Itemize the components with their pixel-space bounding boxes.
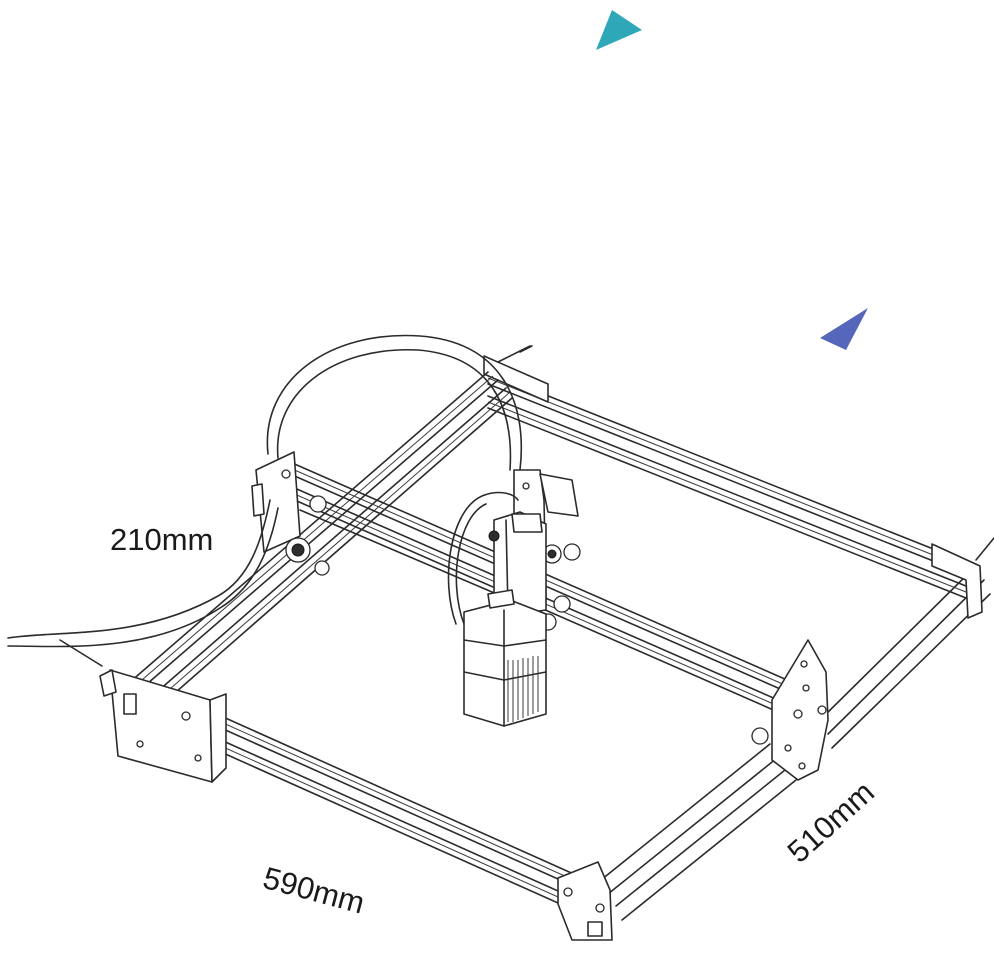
control-box xyxy=(99,669,227,783)
left-rail xyxy=(129,371,513,707)
drag-cable xyxy=(266,334,523,471)
left-gantry-plate xyxy=(251,451,330,576)
triangle-marker-icon xyxy=(596,10,642,50)
x-gantry-beam xyxy=(289,461,811,727)
back-right-bracket xyxy=(931,537,994,619)
triangle-marker-icon xyxy=(820,308,868,350)
power-cable xyxy=(7,499,279,667)
heat-sink-fins xyxy=(507,656,539,722)
front-rail xyxy=(211,711,597,921)
laser-module xyxy=(447,469,581,727)
front-right-bracket xyxy=(557,861,613,941)
back-rail xyxy=(483,345,977,603)
right-gantry-plate xyxy=(751,639,829,781)
back-left-rod xyxy=(497,345,531,363)
height-dimension-label: 210mm xyxy=(110,522,214,557)
